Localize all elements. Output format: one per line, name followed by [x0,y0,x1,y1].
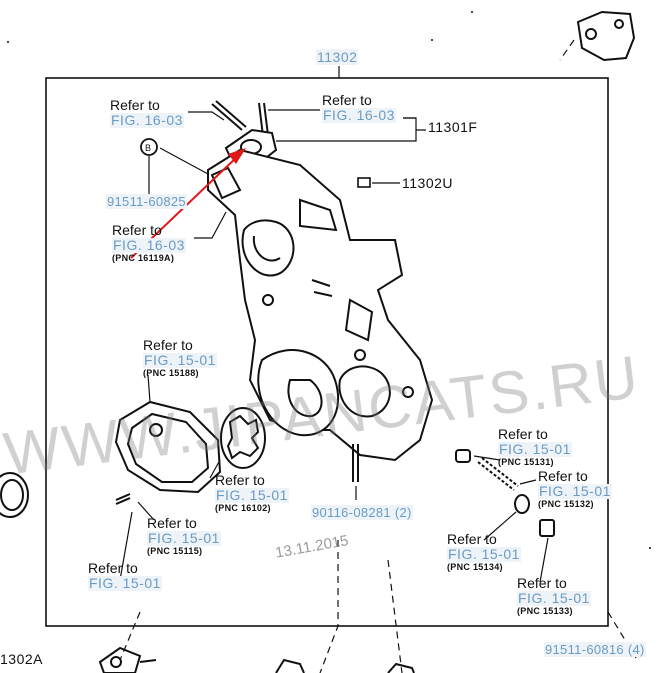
pnc-text: (PNC 15134) [447,562,503,572]
scan-specks [7,11,651,549]
part-90116-08281[interactable]: 90116-08281 (2) [311,505,413,520]
refer-label-e[interactable]: Refer to FIG. 15-01 (PNC 16102) [215,473,289,513]
pnc-text: (PNC 15188) [143,368,199,378]
refer-label-f[interactable]: Refer to FIG. 15-01 (PNC 15115) [147,516,221,556]
part-91511-60825[interactable]: 91511-60825 [106,194,187,209]
refer-label-a[interactable]: Refer to FIG. 16-03 [110,98,184,128]
stud-bolts [211,100,269,137]
refer-label-k[interactable]: Refer to FIG. 15-01 (PNC 15133) [517,576,591,616]
group-label-11302: 11302 [316,49,359,65]
bottom-parts [98,646,415,673]
refer-text: Refer to [517,575,567,591]
dashed-lines [119,39,637,673]
refer-label-j[interactable]: Refer to FIG. 15-01 (PNC 15134) [447,532,521,572]
plug-11302u [357,177,371,188]
fig-link[interactable]: FIG. 15-01 [215,487,289,503]
refer-text: Refer to [112,222,162,238]
relief-valve-parts [455,449,555,537]
fig-link[interactable]: FIG. 15-01 [517,590,591,606]
refer-text: Refer to [88,560,138,576]
refer-label-d[interactable]: Refer to FIG. 15-01 (PNC 15188) [143,338,217,378]
pump-rotor [220,407,266,469]
refer-text: Refer to [447,531,497,547]
stud-90116 [352,444,359,482]
timing-cover-body [207,148,434,462]
group-frame [45,77,609,627]
bolt-left [115,493,131,505]
pnc-text: (PNC 15131) [498,457,554,467]
refer-text: Refer to [110,97,160,113]
refer-text: Refer to [215,472,265,488]
part-91511-60816[interactable]: 91511-60816 (4) [544,642,646,657]
fig-link[interactable]: FIG. 15-01 [88,575,162,591]
pnc-text: (PNC 15132) [538,499,594,509]
fig-link[interactable]: FIG. 15-01 [498,441,572,457]
bolt-91511-60825: B [140,138,158,156]
refer-label-h[interactable]: Refer to FIG. 15-01 (PNC 15131) [498,427,572,467]
pnc-text: (PNC 16119A) [112,253,175,263]
svg-text:B: B [145,143,151,153]
refer-label-b[interactable]: Refer to FIG. 16-03 [322,93,396,123]
refer-text: Refer to [538,468,588,484]
refer-text: Refer to [147,515,197,531]
fig-link[interactable]: FIG. 15-01 [147,530,221,546]
pnc-text: (PNC 16102) [215,503,271,513]
leader-lines [119,109,549,583]
fig-link[interactable]: FIG. 16-03 [322,107,396,123]
part-11302u[interactable]: 11302U [402,175,454,191]
fig-link[interactable]: FIG. 16-03 [110,112,184,128]
fig-link[interactable]: FIG. 16-03 [112,237,186,253]
refer-label-c[interactable]: Refer to FIG. 16-03 (PNC 16119A) [112,223,186,263]
fig-link[interactable]: FIG. 15-01 [143,352,217,368]
refer-label-g[interactable]: Refer to FIG. 15-01 [88,561,162,591]
refer-text: Refer to [498,426,548,442]
pnc-text: (PNC 15115) [147,546,203,556]
refer-text: Refer to [322,92,372,108]
bracket-part [576,10,636,62]
pnc-text: (PNC 15133) [517,606,573,616]
part-11301f[interactable]: 11301F [428,119,478,135]
part-1302a[interactable]: 1302A [0,651,43,667]
fig-link[interactable]: FIG. 15-01 [447,546,521,562]
fig-link[interactable]: FIG. 15-01 [538,483,612,499]
refer-label-i[interactable]: Refer to FIG. 15-01 (PNC 15132) [538,469,612,509]
pump-cover-gasket [114,400,222,494]
refer-text: Refer to [143,337,193,353]
oil-seal-1302a [0,472,29,518]
